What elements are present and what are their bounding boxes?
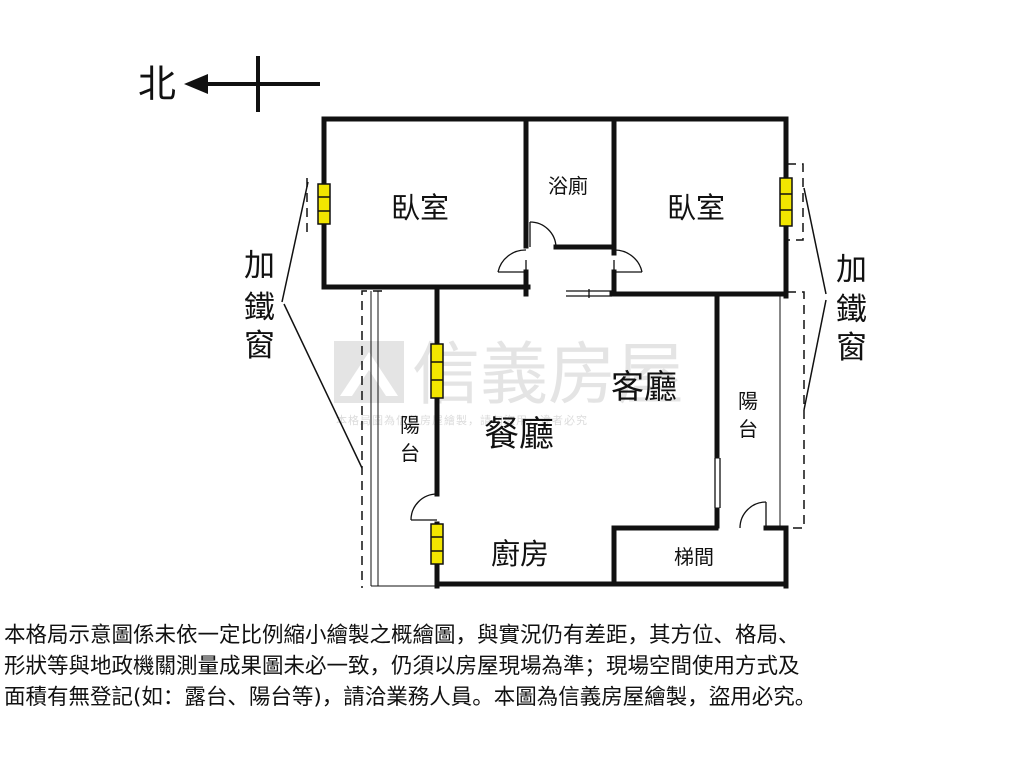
callout-right-char: 鐵 <box>836 292 867 328</box>
room-living: 客廳 <box>611 367 677 406</box>
balcony-left-label: 陽 台 <box>400 413 420 465</box>
doors <box>410 221 767 529</box>
room-balcony-right: 陽 <box>738 389 758 413</box>
room-bedroom-left: 臥室 <box>391 191 449 225</box>
arrow-head-icon <box>184 74 208 94</box>
floor-plan: 信義房屋 本格局圖為信義房屋繪製，請勿盜用，違者必究 北 <box>138 56 867 589</box>
callout-right-char: 加 <box>836 252 867 288</box>
window-bedroom-left-icon <box>317 183 331 225</box>
room-stairwell: 梯間 <box>674 545 714 569</box>
north-arrow: 北 <box>138 56 320 112</box>
disclaimer-line: 面積有無登記(如：露台、陽台等)，請洽業務人員。本圖為信義房屋繪製，盜用必究。 <box>4 685 817 710</box>
watermark-brand: 信義房屋 <box>412 336 684 415</box>
bathroom-door-icon <box>497 221 643 287</box>
living-slider-icon <box>714 458 721 508</box>
sliding-door-icon <box>566 289 612 298</box>
room-balcony-left: 台 <box>400 441 420 465</box>
room-bedroom-right: 臥室 <box>667 191 725 225</box>
callout-right-char: 窗 <box>836 330 867 366</box>
room-balcony-left: 陽 <box>400 413 420 437</box>
stair-door-icon <box>739 501 767 529</box>
callout-left-char: 鐵 <box>244 290 275 326</box>
watermark: 信義房屋 本格局圖為信義房屋繪製，請勿盜用，違者必究 <box>334 336 684 427</box>
window-kitchen-icon <box>430 523 444 565</box>
balcony-rails <box>370 291 781 587</box>
window-dining-icon <box>430 343 444 399</box>
disclaimer-line: 本格局示意圖係未依一定比例縮小繪製之概繪圖，與實況仍有差距，其方位、格局、 <box>4 623 800 648</box>
callout-leaders <box>281 181 827 469</box>
room-dining: 餐廳 <box>484 415 554 455</box>
room-bathroom: 浴廁 <box>548 174 588 198</box>
callout-left-char: 窗 <box>244 328 275 364</box>
balcony-right-label: 陽 台 <box>738 389 758 441</box>
callout-iron-window-right: 加 鐵 窗 <box>836 252 867 366</box>
brand-logo-icon <box>334 341 404 403</box>
balcony-door-icon <box>410 493 438 521</box>
watermark-notice: 本格局圖為信義房屋繪製，請勿盜用，違者必究 <box>336 413 588 427</box>
north-label: 北 <box>138 62 176 106</box>
room-balcony-right: 台 <box>738 417 758 441</box>
callout-left-char: 加 <box>244 248 275 284</box>
room-kitchen: 廚房 <box>491 537 549 571</box>
disclaimer-line: 形狀等與地政機關測量成果圖未必一致，仍須以房屋現場為準；現場空間使用方式及 <box>4 654 800 679</box>
callout-iron-window-left: 加 鐵 窗 <box>244 248 275 364</box>
window-bedroom-right-icon <box>779 177 793 227</box>
windows <box>317 177 793 565</box>
disclaimer: 本格局示意圖係未依一定比例縮小繪製之概繪圖，與實況仍有差距，其方位、格局、 形狀… <box>4 620 1020 713</box>
